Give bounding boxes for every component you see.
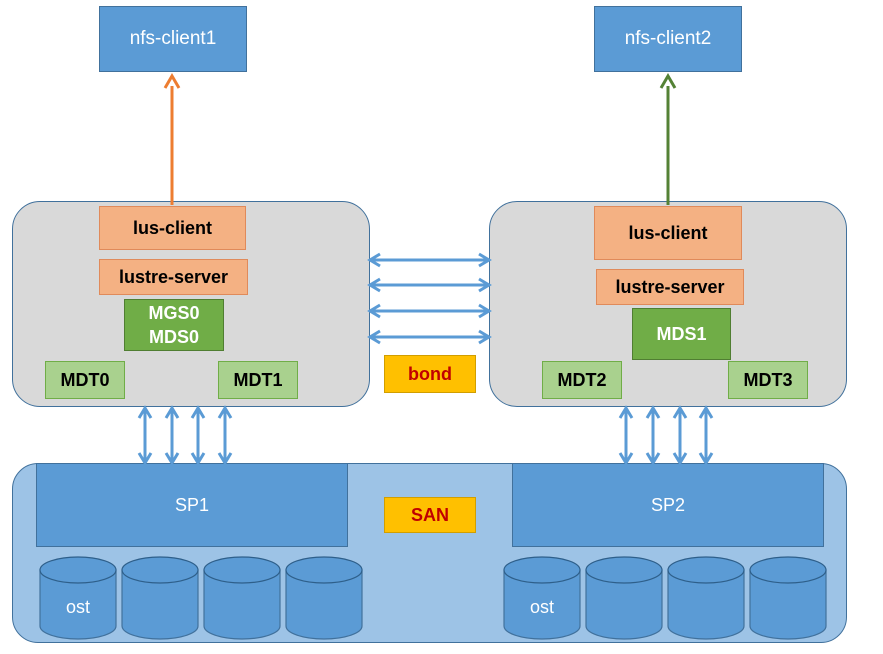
sp2-box: SP2 <box>512 463 824 547</box>
mgs0-label: MGS0 <box>148 303 200 323</box>
right-lus-client: lus-client <box>594 206 742 260</box>
san-label: SAN <box>410 504 449 525</box>
nfs-client1-box: nfs-client1 <box>99 6 247 72</box>
left-lus-client: lus-client <box>99 206 246 250</box>
mds1-box: MDS1 <box>632 308 731 360</box>
bond-link-arrows <box>367 252 492 345</box>
mdt3-label: MDT3 <box>743 369 793 390</box>
nfs-client1-label: nfs-client1 <box>129 28 217 49</box>
ost-disk <box>285 556 363 640</box>
ost-label-right-text: ost <box>529 596 554 617</box>
mdt3-box: MDT3 <box>728 361 808 399</box>
sp1-box: SP1 <box>36 463 348 547</box>
san-arrow-r2 <box>645 405 661 466</box>
ost-disk <box>121 556 199 640</box>
bond-label: bond <box>408 363 452 384</box>
san-link-arrows-right <box>618 405 714 466</box>
right-lus-client-label: lus-client <box>628 222 708 243</box>
ost-disk <box>39 556 117 640</box>
right-lustre-server-label: lustre-server <box>615 276 725 297</box>
bond-label-box: bond <box>384 355 476 393</box>
mdt0-box: MDT0 <box>45 361 125 399</box>
mgs0-mds0-box: MGS0 MDS0 <box>124 299 224 351</box>
mds0-label: MDS0 <box>148 327 199 347</box>
san-label-box: SAN <box>384 497 476 533</box>
bond-arrow-3 <box>367 303 492 319</box>
left-lustre-server-label: lustre-server <box>118 266 229 287</box>
mdt2-box: MDT2 <box>542 361 622 399</box>
ost-disk <box>667 556 745 640</box>
san-arrow-r1 <box>618 405 634 466</box>
nfs-client2-box: nfs-client2 <box>594 6 742 72</box>
mdt1-box: MDT1 <box>218 361 298 399</box>
san-arrow-l3 <box>190 405 206 466</box>
bond-arrow-4 <box>367 329 492 345</box>
ost-disk <box>503 556 581 640</box>
san-arrow-l1 <box>137 405 153 466</box>
ost-label-right: ost <box>504 592 580 622</box>
left-lustre-server: lustre-server <box>99 259 248 295</box>
ost-disk <box>585 556 663 640</box>
ost-disk <box>749 556 827 640</box>
right-lustre-server: lustre-server <box>596 269 744 305</box>
bond-arrow-1 <box>367 252 492 268</box>
arrow-left-client <box>163 73 181 205</box>
ost-label-left: ost <box>40 592 116 622</box>
ost-disk <box>203 556 281 640</box>
mdt1-label: MDT1 <box>233 369 283 390</box>
san-link-arrows-left <box>137 405 233 466</box>
sp2-label: SP2 <box>650 494 686 515</box>
mds1-label: MDS1 <box>656 323 707 344</box>
mdt0-label: MDT0 <box>60 369 110 390</box>
san-arrow-r4 <box>698 405 714 466</box>
san-arrow-r3 <box>672 405 688 466</box>
nfs-client2-label: nfs-client2 <box>624 28 712 49</box>
arrow-right-client <box>659 73 677 205</box>
mdt2-label: MDT2 <box>557 369 607 390</box>
san-arrow-l4 <box>217 405 233 466</box>
ost-label-left-text: ost <box>65 596 90 617</box>
san-arrow-l2 <box>164 405 180 466</box>
sp1-label: SP1 <box>174 494 210 515</box>
bond-arrow-2 <box>367 277 492 293</box>
left-lus-client-label: lus-client <box>132 217 212 238</box>
